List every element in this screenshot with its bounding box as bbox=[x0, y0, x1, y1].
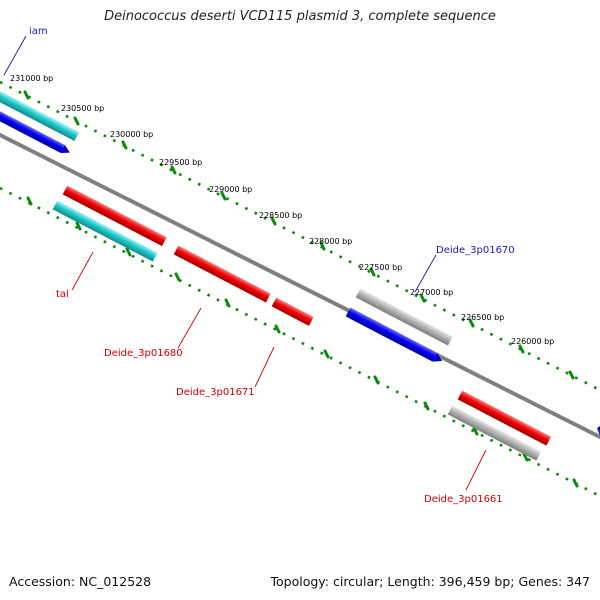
outer-tick bbox=[568, 370, 575, 380]
inner-tick bbox=[274, 324, 281, 334]
ruler-label: 229500 bp bbox=[159, 158, 202, 167]
inner-tick bbox=[522, 452, 529, 462]
inner-tick bbox=[75, 221, 82, 231]
gene-deide-3p01661[interactable] bbox=[447, 405, 542, 461]
ruler-label: 226000 bp bbox=[511, 337, 554, 346]
ruler-label: 226500 bp bbox=[461, 313, 504, 322]
inner-tick bbox=[472, 426, 479, 436]
ruler-label: 230000 bp bbox=[110, 130, 153, 139]
outer-tick bbox=[220, 191, 227, 201]
edge-feature-fragment bbox=[597, 426, 600, 436]
gene-label-deide-3p01671: Deide_3p01671 bbox=[176, 387, 255, 398]
inner-tick bbox=[323, 349, 330, 359]
inner-tick bbox=[174, 272, 181, 282]
outer-tick bbox=[518, 344, 525, 354]
connector-iam bbox=[3, 35, 27, 76]
map-title: Deinococcus deserti VCD115 plasmid 3, co… bbox=[104, 9, 496, 24]
gene-deide-3p01670[interactable] bbox=[345, 307, 445, 366]
outer-tick bbox=[23, 90, 30, 100]
gene-label-deide-3p01661: Deide_3p01661 bbox=[424, 494, 503, 505]
outer-tick bbox=[468, 318, 475, 328]
outer-major-ticks bbox=[23, 90, 575, 380]
connector-deide-3p01671 bbox=[254, 346, 275, 388]
gene-tal[interactable] bbox=[52, 200, 158, 262]
connector-tal bbox=[71, 251, 94, 291]
ruler-labels: 231000 bp 230500 bp 230000 bp 229500 bp … bbox=[10, 74, 554, 346]
gene-red-lower[interactable] bbox=[457, 390, 552, 446]
ruler-label: 227500 bp bbox=[359, 263, 402, 272]
inner-major-ticks bbox=[26, 196, 579, 488]
inner-tick bbox=[224, 298, 231, 308]
connector-deide-3p01670 bbox=[414, 254, 437, 293]
inner-tick bbox=[26, 196, 33, 206]
gene-label-deide-3p01670: Deide_3p01670 bbox=[436, 245, 515, 256]
ruler-label: 227000 bp bbox=[410, 288, 453, 297]
ruler-label: 228500 bp bbox=[259, 211, 302, 220]
gene-features bbox=[0, 83, 552, 461]
connector-deide-3p01661 bbox=[465, 449, 487, 491]
inner-tick bbox=[572, 478, 579, 488]
gene-iam-cds[interactable] bbox=[0, 103, 72, 156]
outer-tick bbox=[419, 293, 426, 303]
outer-tick bbox=[319, 241, 326, 251]
gene-red-1[interactable] bbox=[62, 185, 167, 247]
outer-ruler bbox=[0, 80, 600, 392]
gene-deide-3p01680[interactable] bbox=[173, 245, 271, 303]
gene-label-tal: tal bbox=[56, 289, 69, 300]
inner-tick bbox=[423, 401, 430, 411]
outer-tick bbox=[369, 267, 376, 277]
outer-ruler-dots bbox=[0, 80, 600, 392]
outer-tick bbox=[270, 216, 277, 226]
outer-tick bbox=[170, 165, 177, 175]
ruler-label: 228000 bp bbox=[309, 237, 352, 246]
sequence-summary: Topology: circular; Length: 396,459 bp; … bbox=[270, 574, 591, 589]
gene-label-deide-3p01680: Deide_3p01680 bbox=[104, 348, 183, 359]
gene-deide-3p01671[interactable] bbox=[271, 297, 314, 326]
outer-tick bbox=[73, 116, 80, 126]
gene-labels: iam Deide_3p01670 tal Deide_3p01680 Deid… bbox=[29, 26, 515, 505]
inner-tick bbox=[373, 375, 380, 385]
label-connectors bbox=[3, 35, 487, 491]
gene-label-iam: iam bbox=[29, 26, 48, 37]
ruler-label: 231000 bp bbox=[10, 74, 53, 83]
backbone-line bbox=[0, 133, 600, 439]
inner-tick bbox=[125, 247, 132, 257]
connector-deide-3p01680 bbox=[177, 307, 202, 349]
outer-tick bbox=[121, 140, 128, 150]
gene-iam-rna[interactable] bbox=[0, 83, 80, 142]
inner-ruler bbox=[0, 186, 600, 498]
ruler-label: 230500 bp bbox=[61, 104, 104, 113]
accession-text: Accession: NC_012528 bbox=[9, 574, 152, 589]
ruler-label: 229000 bp bbox=[209, 185, 252, 194]
gene-deide-3p01670-pseudo[interactable] bbox=[355, 288, 453, 346]
inner-ruler-dots bbox=[0, 186, 600, 498]
